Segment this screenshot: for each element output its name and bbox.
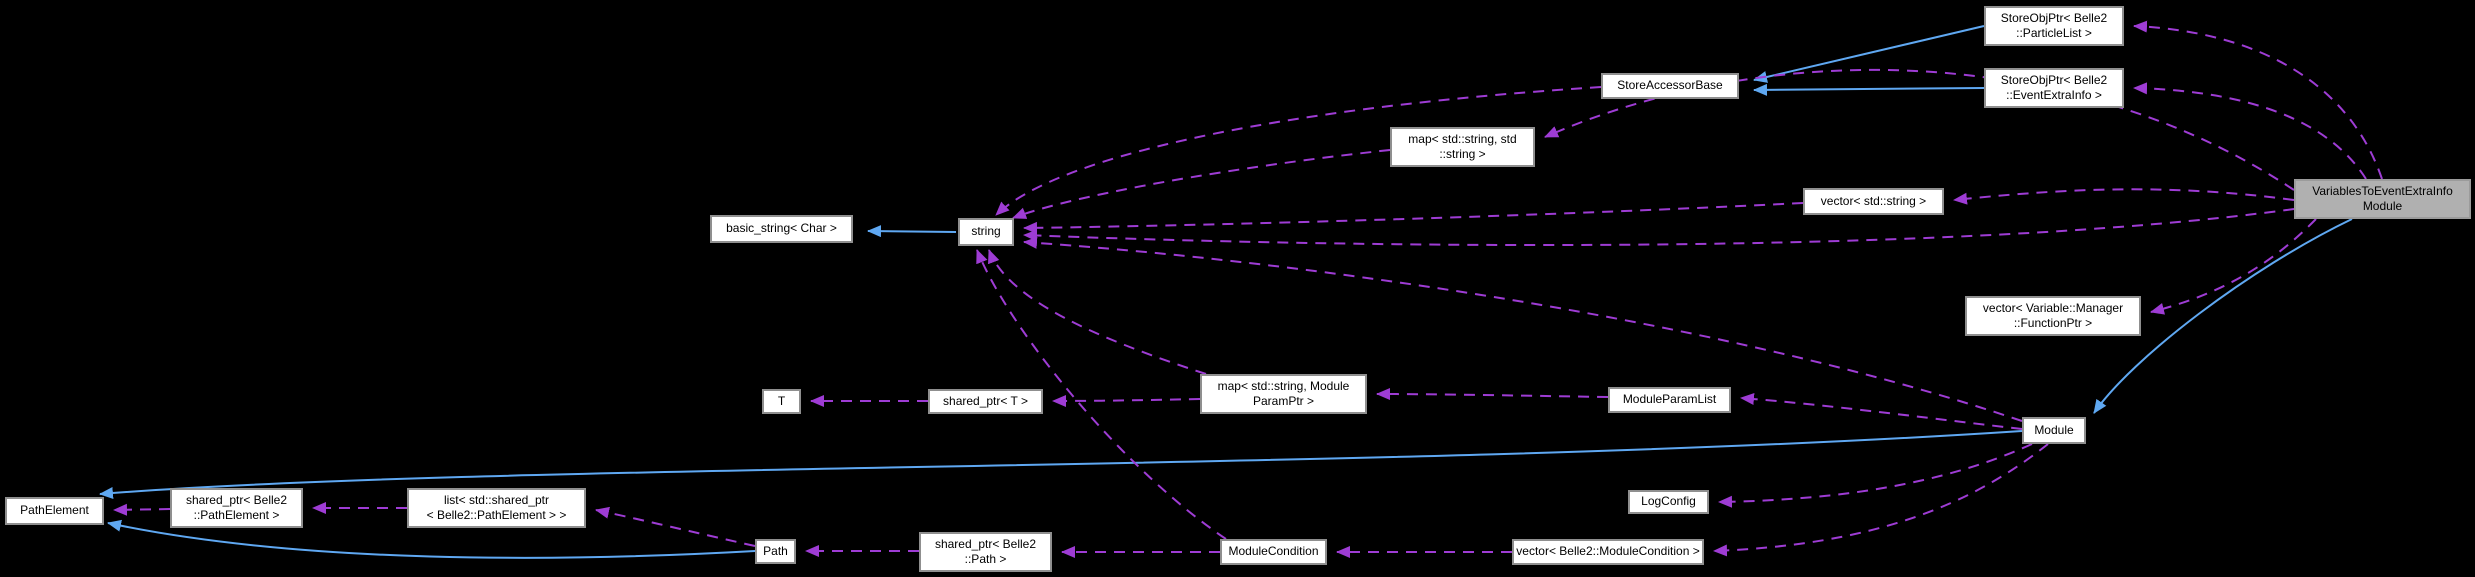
edge-main-to-vector-string <box>1953 188 2295 205</box>
edge-shared-ptr-pathelement-to-pathelement <box>113 503 171 516</box>
edge-vector-string-to-string <box>1023 202 1804 234</box>
edge-module-to-logconfig <box>1718 443 2033 508</box>
edge-main-to-vector-functionptr <box>2150 218 2317 315</box>
edge-module-to-vector-modulecondition <box>1713 443 2049 557</box>
node-storeaccessorbase[interactable]: StoreAccessorBase <box>1601 73 1739 99</box>
edge-storeobjptr-eventextrainfo-to-storeaccessorbase <box>1753 83 1985 96</box>
edge-main-to-storeobjptr-eventextrainfo <box>2133 82 2367 180</box>
edge-main-to-storeobjptr-particlelist <box>2133 20 2383 180</box>
edge-main-to-map-string-string <box>1544 69 2295 191</box>
node-vector-string[interactable]: vector< std::string > <box>1803 188 1944 215</box>
node-module[interactable]: Module <box>2022 417 2086 444</box>
edge-storeobjptr-particlelist-to-storeaccessorbase <box>1753 25 1985 83</box>
node-pathelement[interactable]: PathElement <box>5 497 104 525</box>
node-map-string-string[interactable]: map< std::string, std ::string > <box>1390 127 1535 167</box>
edge-map-string-string-to-string <box>1012 149 1391 219</box>
node-vector-modulecondition[interactable]: vector< Belle2::ModuleCondition > <box>1512 539 1704 565</box>
node-vector-functionptr[interactable]: vector< Variable::Manager ::FunctionPtr … <box>1965 296 2141 336</box>
node-shared-ptr-pathelement[interactable]: shared_ptr< Belle2 ::PathElement > <box>170 488 303 528</box>
edge-map-moduleparamptr-to-string <box>988 249 1207 375</box>
node-list-shared-ptr-pathelement[interactable]: list< std::shared_ptr < Belle2::PathElem… <box>407 488 586 528</box>
node-storeobjptr-particlelist[interactable]: StoreObjPtr< Belle2 ::ParticleList > <box>1984 6 2124 46</box>
edge-string-to-basic-string <box>867 225 957 238</box>
node-shared-ptr-t[interactable]: shared_ptr< T > <box>928 389 1043 414</box>
edge-module-to-pathelement <box>99 430 2023 499</box>
edge-module-to-moduleparamlist <box>1740 393 2023 430</box>
edge-path-to-list-shared-ptr-pathelement <box>595 506 756 547</box>
edge-moduleparamlist-to-map-moduleparamptr <box>1376 388 1609 401</box>
node-modulecondition[interactable]: ModuleCondition <box>1220 539 1327 565</box>
edge-module-to-string <box>1023 236 2023 422</box>
node-t[interactable]: T <box>762 389 801 414</box>
node-basic-string-char[interactable]: basic_string< Char > <box>710 215 853 243</box>
node-string[interactable]: string <box>958 218 1014 246</box>
edge-storeaccessorbase-to-string <box>995 86 1602 216</box>
node-moduleparamlist[interactable]: ModuleParamList <box>1608 387 1731 413</box>
node-storeobjptr-eventextrainfo[interactable]: StoreObjPtr< Belle2 ::EventExtraInfo > <box>1984 68 2124 108</box>
node-path[interactable]: Path <box>755 539 796 564</box>
edge-modulecondition-to-string <box>976 249 1227 540</box>
node-logconfig[interactable]: LogConfig <box>1628 490 1709 514</box>
node-map-moduleparamptr[interactable]: map< std::string, Module ParamPtr > <box>1200 374 1367 414</box>
edge-path-to-pathelement <box>107 519 756 559</box>
edge-main-to-module <box>2093 218 2353 414</box>
edge-main-to-string <box>1023 208 2295 247</box>
edge-map-moduleparamptr-to-shared-ptr-t <box>1052 394 1201 407</box>
node-shared-ptr-path[interactable]: shared_ptr< Belle2 ::Path > <box>919 532 1052 572</box>
node-variablestoeventextrainfomodule[interactable]: VariablesToEventExtraInfo Module <box>2294 179 2471 219</box>
